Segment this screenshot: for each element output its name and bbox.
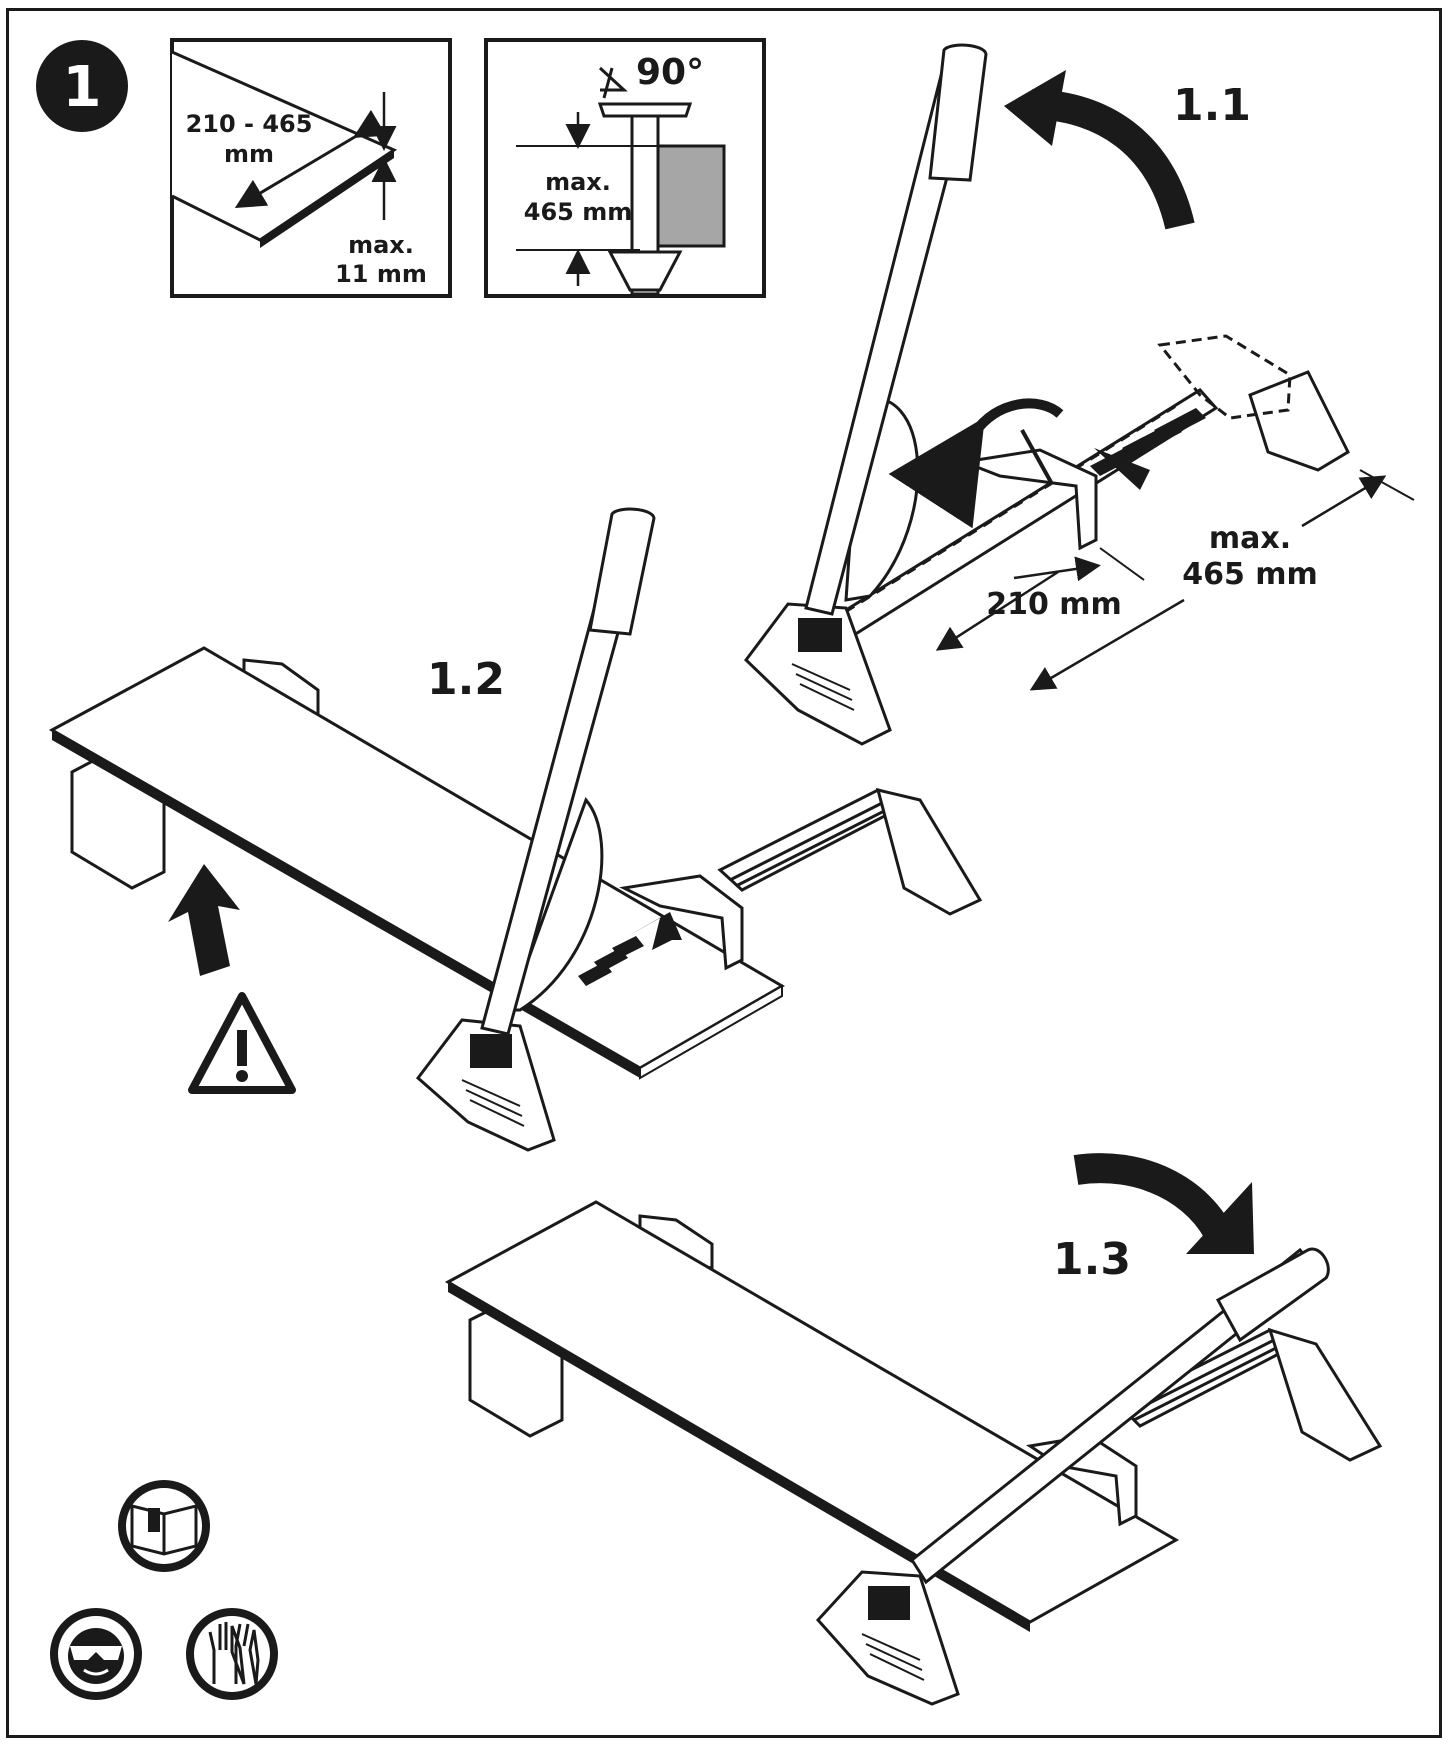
gloves-icon: [186, 1608, 278, 1700]
svg-text:1: 1: [63, 55, 102, 120]
cutter-step-1-3: [444, 1153, 1383, 1706]
thickness-max-label: max.: [348, 231, 414, 259]
max-length-label-line2: 465 mm: [1182, 557, 1318, 592]
length-value-label: 465 mm: [524, 198, 632, 226]
width-unit-label: mm: [224, 140, 274, 168]
width-range-label: 210 - 465: [186, 110, 313, 138]
thickness-value-label: 11 mm: [335, 260, 427, 288]
warning-icon: [188, 992, 296, 1094]
min-length-label: 210 mm: [986, 587, 1122, 622]
cutter-step-1-2: [48, 507, 983, 1152]
eye-protection-icon: [50, 1608, 142, 1700]
angle-icon: [598, 66, 628, 99]
diagram-frame: [6, 8, 1442, 1738]
step-label-1-1: 1.1: [1173, 80, 1251, 131]
read-manual-icon: [118, 1480, 210, 1572]
inset-board-dimensions: 210 - 465 mm max. 11 mm: [170, 38, 452, 298]
cutter-step-1-1: [744, 43, 1415, 746]
length-max-label: max.: [545, 168, 611, 196]
angle-label: 90°: [636, 52, 704, 93]
step-number-badge: 1: [36, 40, 128, 132]
step-label-1-3: 1.3: [1053, 1234, 1131, 1285]
max-length-label-line1: max.: [1209, 521, 1291, 556]
step-label-1-2: 1.2: [427, 654, 505, 705]
inset-angle-length: 90° max. 465 mm: [484, 38, 766, 298]
